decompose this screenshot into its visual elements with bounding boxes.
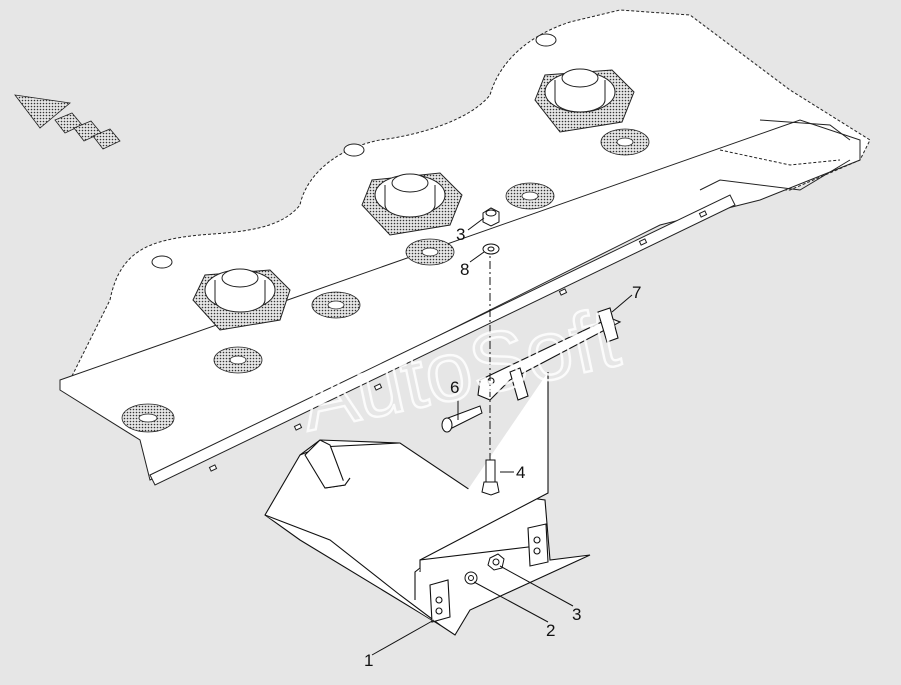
callout-3-top: 3 xyxy=(456,225,465,244)
callout-4: 4 xyxy=(516,463,525,482)
direction-arrow-icon xyxy=(14,94,121,150)
hex-bolt xyxy=(481,459,500,496)
skid-shoe xyxy=(264,439,591,636)
disc-hub-left xyxy=(192,268,291,331)
callout-1: 1 xyxy=(364,651,373,670)
carriage-bolt xyxy=(441,405,483,433)
callout-8: 8 xyxy=(460,260,469,279)
callout-3-skid: 3 xyxy=(572,605,581,624)
callout-2: 2 xyxy=(546,621,555,640)
bearing-rings xyxy=(121,128,650,433)
skid-washer xyxy=(464,571,478,585)
callout-7: 7 xyxy=(632,283,641,302)
disc-hub-middle xyxy=(361,172,463,236)
disc-hub-right xyxy=(534,68,635,133)
callout-6: 6 xyxy=(450,378,459,397)
bracket xyxy=(419,307,622,561)
leader-lines xyxy=(371,217,633,656)
top-washer xyxy=(482,243,500,255)
top-nut xyxy=(482,207,500,227)
